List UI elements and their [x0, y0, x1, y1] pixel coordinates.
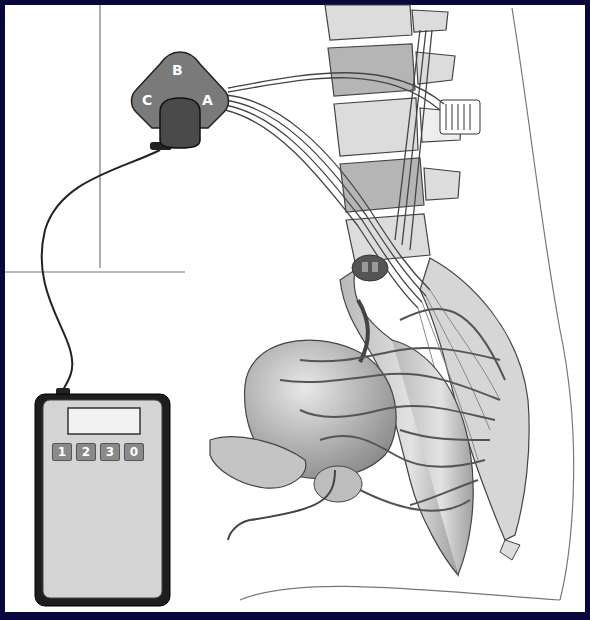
panel: [5, 5, 585, 612]
colon-lumen: [362, 262, 378, 272]
transmitter-cable: [42, 150, 160, 392]
channel-letter: A: [202, 92, 213, 108]
control-button: 2: [76, 443, 96, 461]
coccyx: [500, 540, 520, 560]
urethra: [228, 470, 335, 540]
control-button: 1: [52, 443, 72, 461]
controller-screen: [68, 408, 140, 434]
body-outline: [5, 5, 574, 600]
rectum-wall: [392, 340, 473, 575]
controller-case: [35, 394, 170, 606]
button-label: 3: [106, 445, 114, 459]
controller-face: [43, 400, 162, 598]
control-button: 0: [124, 443, 144, 461]
implant-receiver: B C A: [128, 50, 232, 150]
implant-leads: [225, 30, 444, 308]
channel-letter: B: [172, 62, 183, 78]
pelvic-nerves: [280, 309, 505, 511]
button-label: 2: [82, 445, 90, 459]
connector-block: [440, 100, 480, 134]
channel-letter: C: [142, 92, 152, 108]
control-button: 3: [100, 443, 120, 461]
ureter: [358, 300, 368, 362]
pubic-bone: [210, 437, 306, 488]
colon-opening: [352, 255, 388, 281]
prostate: [314, 466, 362, 502]
button-label: 1: [58, 445, 66, 459]
button-label: 0: [130, 445, 138, 459]
